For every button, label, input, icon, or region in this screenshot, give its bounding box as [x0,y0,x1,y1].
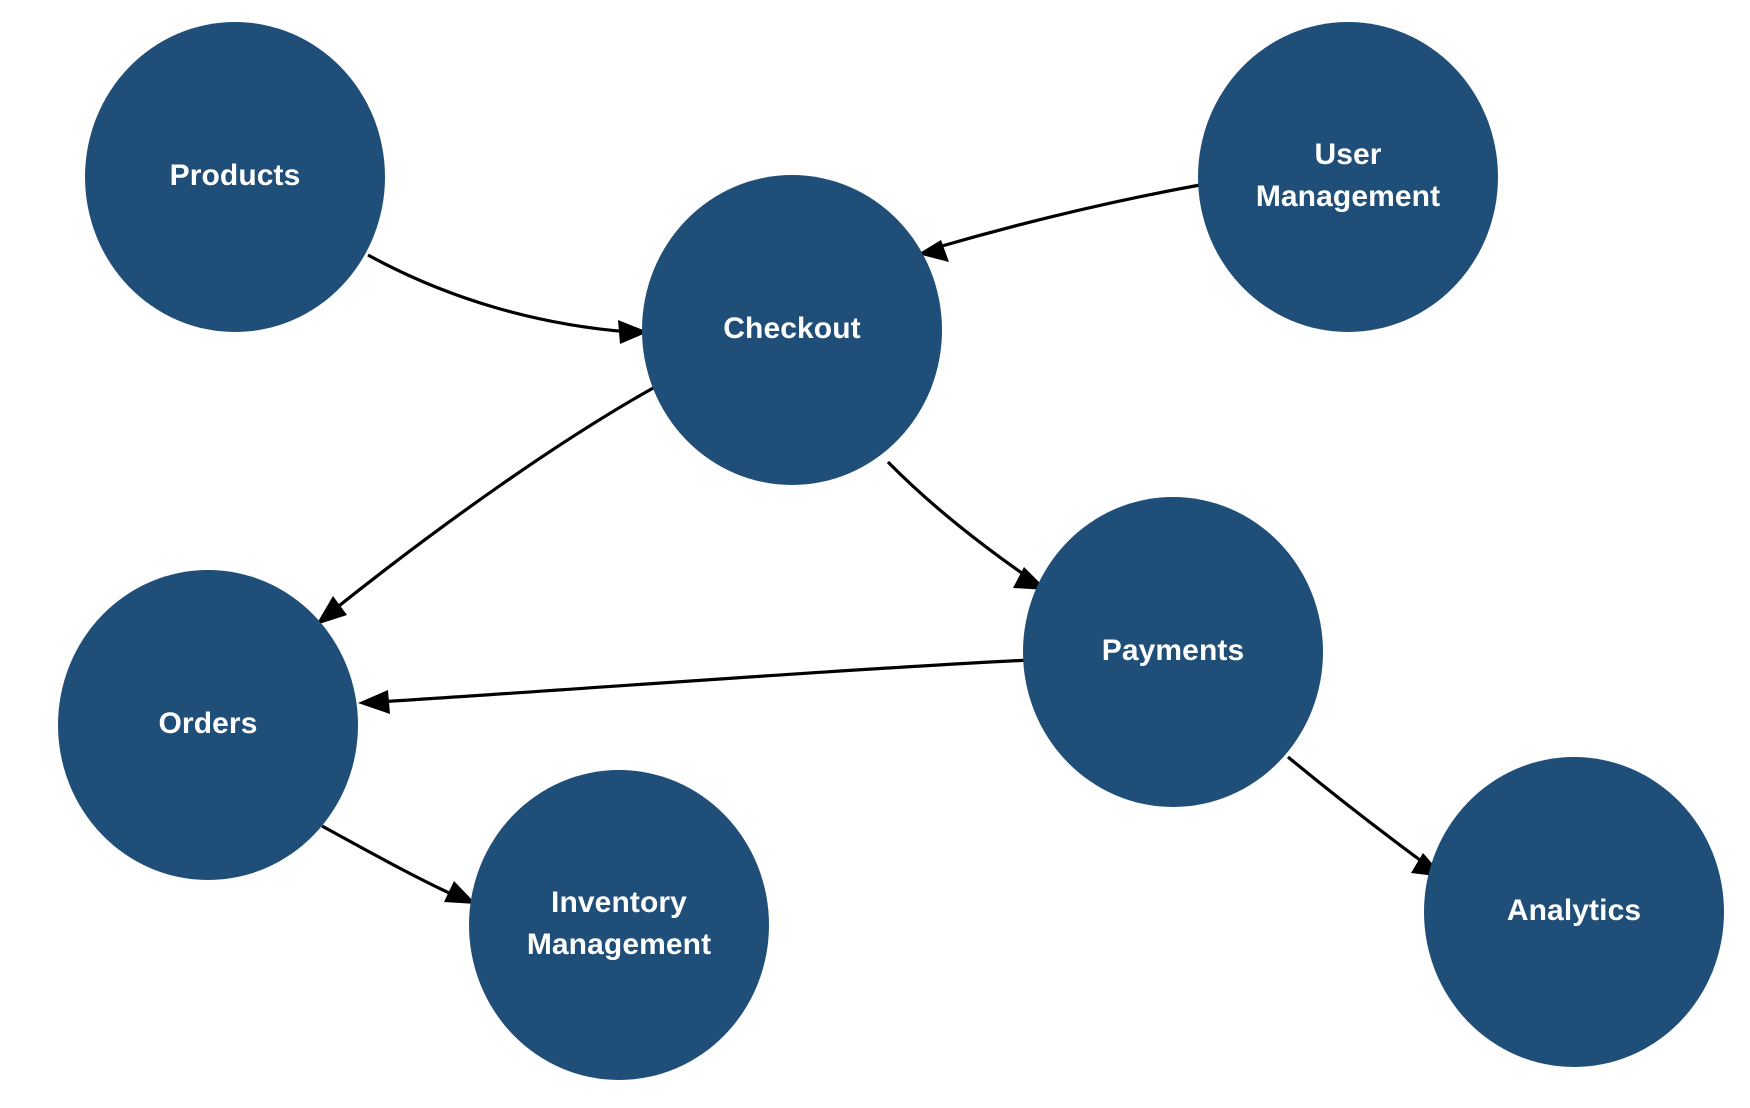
node-products[interactable]: Products [85,22,385,332]
edge-line [329,385,656,615]
edge-line [321,824,459,899]
edges-layer [316,183,1444,904]
edge-line [377,658,1031,704]
edge-payments-to-orders[interactable] [358,658,1031,714]
node-shape[interactable] [85,22,385,332]
node-analytics[interactable]: Analytics [1424,757,1724,1067]
arrowhead-icon [618,320,648,344]
node-checkout[interactable]: Checkout [642,175,942,485]
node-shape[interactable] [1424,757,1724,1067]
edge-payments-to-analytics[interactable] [1286,755,1444,877]
edge-orders-to-inventory-management[interactable] [321,824,476,904]
arrowhead-icon [316,596,347,625]
node-shape[interactable] [469,770,769,1080]
edge-checkout-to-payments[interactable] [886,460,1047,590]
edge-line [367,253,631,334]
node-shape[interactable] [1198,22,1498,332]
edge-line [934,183,1201,250]
edge-line [1286,755,1429,868]
edge-products-to-checkout[interactable] [367,253,648,344]
node-orders[interactable]: Orders [58,570,358,880]
node-payments[interactable]: Payments [1023,497,1323,807]
arrowhead-icon [358,690,390,714]
edge-user-management-to-checkout[interactable] [918,183,1201,262]
edge-line [886,460,1033,582]
node-shape[interactable] [58,570,358,880]
node-shape[interactable] [642,175,942,485]
edge-checkout-to-orders[interactable] [316,385,656,625]
arrowhead-icon [444,881,476,904]
arrowhead-icon [918,240,949,262]
node-shape[interactable] [1023,497,1323,807]
